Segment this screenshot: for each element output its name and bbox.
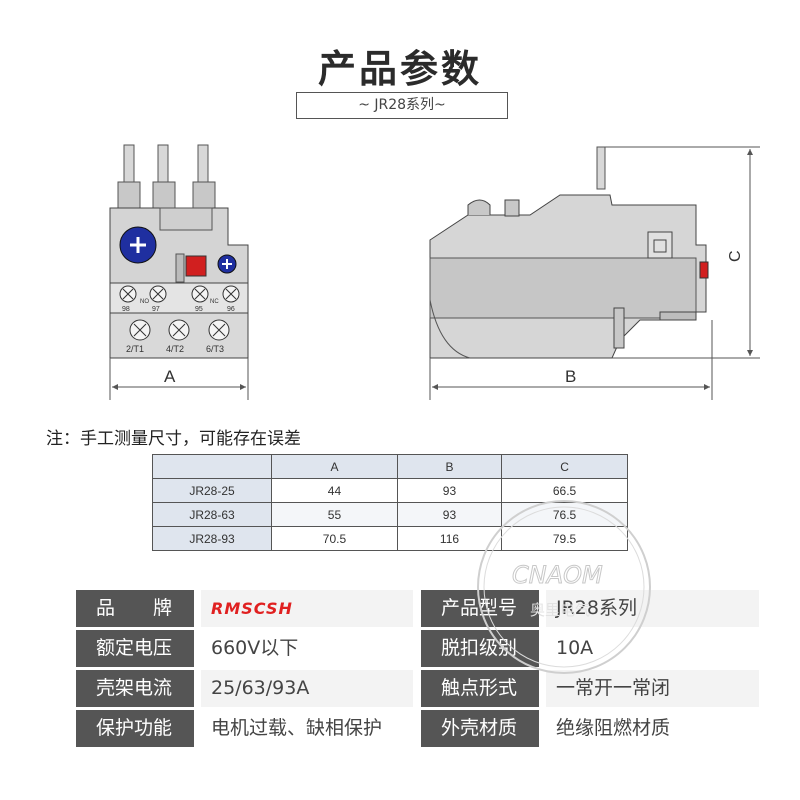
table-header-model: [152, 454, 272, 479]
table-cell: 55: [271, 502, 398, 527]
table-cell-model: JR28-25: [152, 478, 272, 503]
spec-value-contact-type: 一常开一常闭: [546, 670, 759, 707]
table-row: JR28-25 44 93 66.5: [152, 478, 628, 503]
spec-value-brand: RMSCSH: [201, 590, 413, 627]
spec-row: 保护功能 电机过载、缺相保护 外壳材质 绝缘阻燃材质: [76, 710, 759, 747]
spec-label-protection: 保护功能: [76, 710, 194, 747]
spec-label-contact-type: 触点形式: [421, 670, 539, 707]
table-cell: 76.5: [501, 502, 628, 527]
spec-value-voltage: 660V以下: [201, 630, 413, 667]
table-header-row: A B C: [152, 454, 628, 479]
front-view: 98 NO 97 NC 95 96 2/T1 4/T2 6/T3 A: [109, 144, 249, 400]
spec-value-model: JR28系列: [546, 590, 759, 627]
brand-logo: RMSCSH: [211, 599, 293, 618]
spec-label-trip-class: 脱扣级别: [421, 630, 539, 667]
table-header-a: A: [271, 454, 398, 479]
terminal-96: 96: [227, 306, 235, 313]
table-cell: 93: [396, 502, 503, 527]
spec-table: 品 牌 RMSCSH 产品型号 JR28系列 额定电压 660V以下 脱扣级别 …: [76, 590, 759, 748]
table-cell: 44: [271, 478, 398, 503]
spec-label-housing: 外壳材质: [421, 710, 539, 747]
dim-b-label: B: [565, 367, 576, 386]
terminal-97: 97: [152, 306, 160, 313]
table-header-b: B: [396, 454, 503, 479]
measurement-note: 注：手工测量尺寸，可能存在误差: [46, 429, 301, 449]
spec-row: 额定电压 660V以下 脱扣级别 10A: [76, 630, 759, 667]
table-row: JR28-93 70.5 116 79.5: [152, 526, 628, 551]
spec-label-brand: 品 牌: [76, 590, 194, 627]
terminal-95: 95: [195, 306, 203, 313]
terminal-98: 98: [122, 306, 130, 313]
spec-label-voltage: 额定电压: [76, 630, 194, 667]
series-subtitle: ~ JR28系列~: [296, 92, 508, 119]
table-cell: 116: [396, 526, 503, 551]
table-cell-model: JR28-63: [152, 502, 272, 527]
table-cell: 79.5: [501, 526, 628, 551]
table-cell: 93: [396, 478, 503, 503]
table-cell: 70.5: [271, 526, 398, 551]
spec-value-trip-class: 10A: [546, 630, 759, 667]
spec-row: 壳架电流 25/63/93A 触点形式 一常开一常闭: [76, 670, 759, 707]
dimension-table: A B C JR28-25 44 93 66.5 JR28-63 55 93 7…: [152, 454, 628, 551]
terminal-4t2: 4/T2: [166, 344, 184, 354]
table-header-c: C: [501, 454, 628, 479]
page-title: 产品参数: [317, 47, 482, 91]
table-row: JR28-63 55 93 76.5: [152, 502, 628, 527]
table-cell-model: JR28-93: [152, 526, 272, 551]
spec-value-frame-current: 25/63/93A: [201, 670, 413, 707]
dim-c-label: C: [727, 250, 744, 262]
spec-value-protection: 电机过载、缺相保护: [201, 710, 413, 747]
spec-label-model: 产品型号: [421, 590, 539, 627]
terminal-nc-label: NC: [210, 299, 219, 305]
dim-a-label: A: [164, 367, 176, 386]
terminal-6t3: 6/T3: [206, 344, 224, 354]
spec-row: 品 牌 RMSCSH 产品型号 JR28系列: [76, 590, 759, 627]
side-view: B C: [429, 146, 760, 400]
relay-drawing: 98 NO 97 NC 95 96 2/T1 4/T2 6/T3 A: [109, 144, 760, 400]
watermark-text: CNAOM: [512, 561, 603, 589]
table-cell: 66.5: [501, 478, 628, 503]
spec-label-frame-current: 壳架电流: [76, 670, 194, 707]
spec-value-housing: 绝缘阻燃材质: [546, 710, 759, 747]
terminal-2t1: 2/T1: [126, 344, 144, 354]
terminal-no-label: NO: [140, 299, 149, 305]
